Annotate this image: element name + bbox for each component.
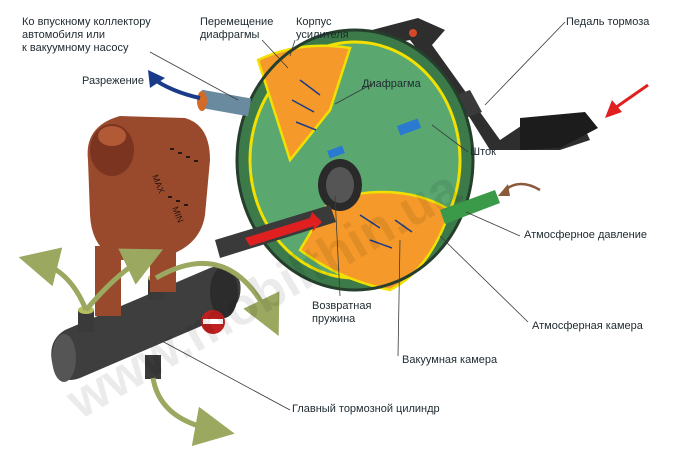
label-return-spring: Возвратная пружина	[312, 300, 372, 325]
label-booster-body: Корпус усилителя	[296, 16, 349, 41]
leader-lines	[149, 21, 566, 411]
label-vacuum-chamber: Вакуумная камера	[402, 354, 498, 366]
label-master-cylinder: Главный тормозной цилиндр	[292, 403, 440, 415]
label-diaphragm-movement: Перемещение диафрагмы	[200, 16, 274, 41]
pedal-force-arrow	[614, 83, 649, 110]
atmospheric-arrow-head	[498, 184, 510, 196]
vacuum-arrow-head	[148, 70, 165, 88]
return-spring	[318, 159, 362, 211]
valve-blue-2	[327, 145, 345, 159]
output-arrow	[245, 212, 322, 246]
label-rod: Шток	[470, 146, 496, 158]
logo-badge	[201, 310, 225, 334]
brake-pedal	[372, 18, 598, 150]
label-diaphragm: Диафрагма	[362, 78, 421, 90]
label-atmospheric-chamber: Атмосферная камера	[532, 320, 643, 332]
diaphragm-flow-arrows	[291, 79, 413, 249]
atmospheric-inlet	[440, 190, 500, 224]
valve-blue-1	[396, 118, 422, 136]
pedal-force-arrow-head	[605, 100, 622, 118]
atmospheric-arrow	[504, 182, 541, 192]
label-vacuum: Разрежение	[82, 75, 144, 87]
label-brake-pedal: Педаль тормоза	[566, 16, 650, 28]
label-intake-manifold: Ко впускному коллектору автомобиля или к…	[22, 16, 151, 54]
label-atmospheric-pressure: Атмосферное давление	[524, 229, 647, 241]
vacuum-inlet-pipe	[197, 89, 252, 117]
fluid-output-arrows	[18, 247, 280, 447]
